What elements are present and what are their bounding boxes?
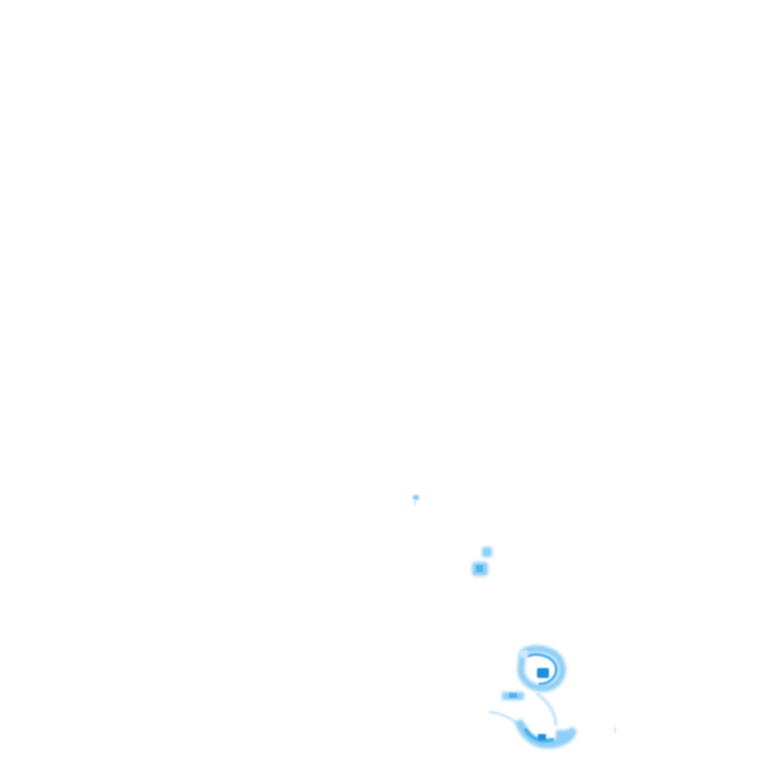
precip-cell-small bbox=[472, 547, 492, 576]
precip-cell-stray bbox=[614, 727, 616, 733]
precip-cell-speck bbox=[413, 495, 419, 506]
precip-cell-ring bbox=[517, 645, 566, 692]
precip-cell-band bbox=[488, 692, 577, 749]
